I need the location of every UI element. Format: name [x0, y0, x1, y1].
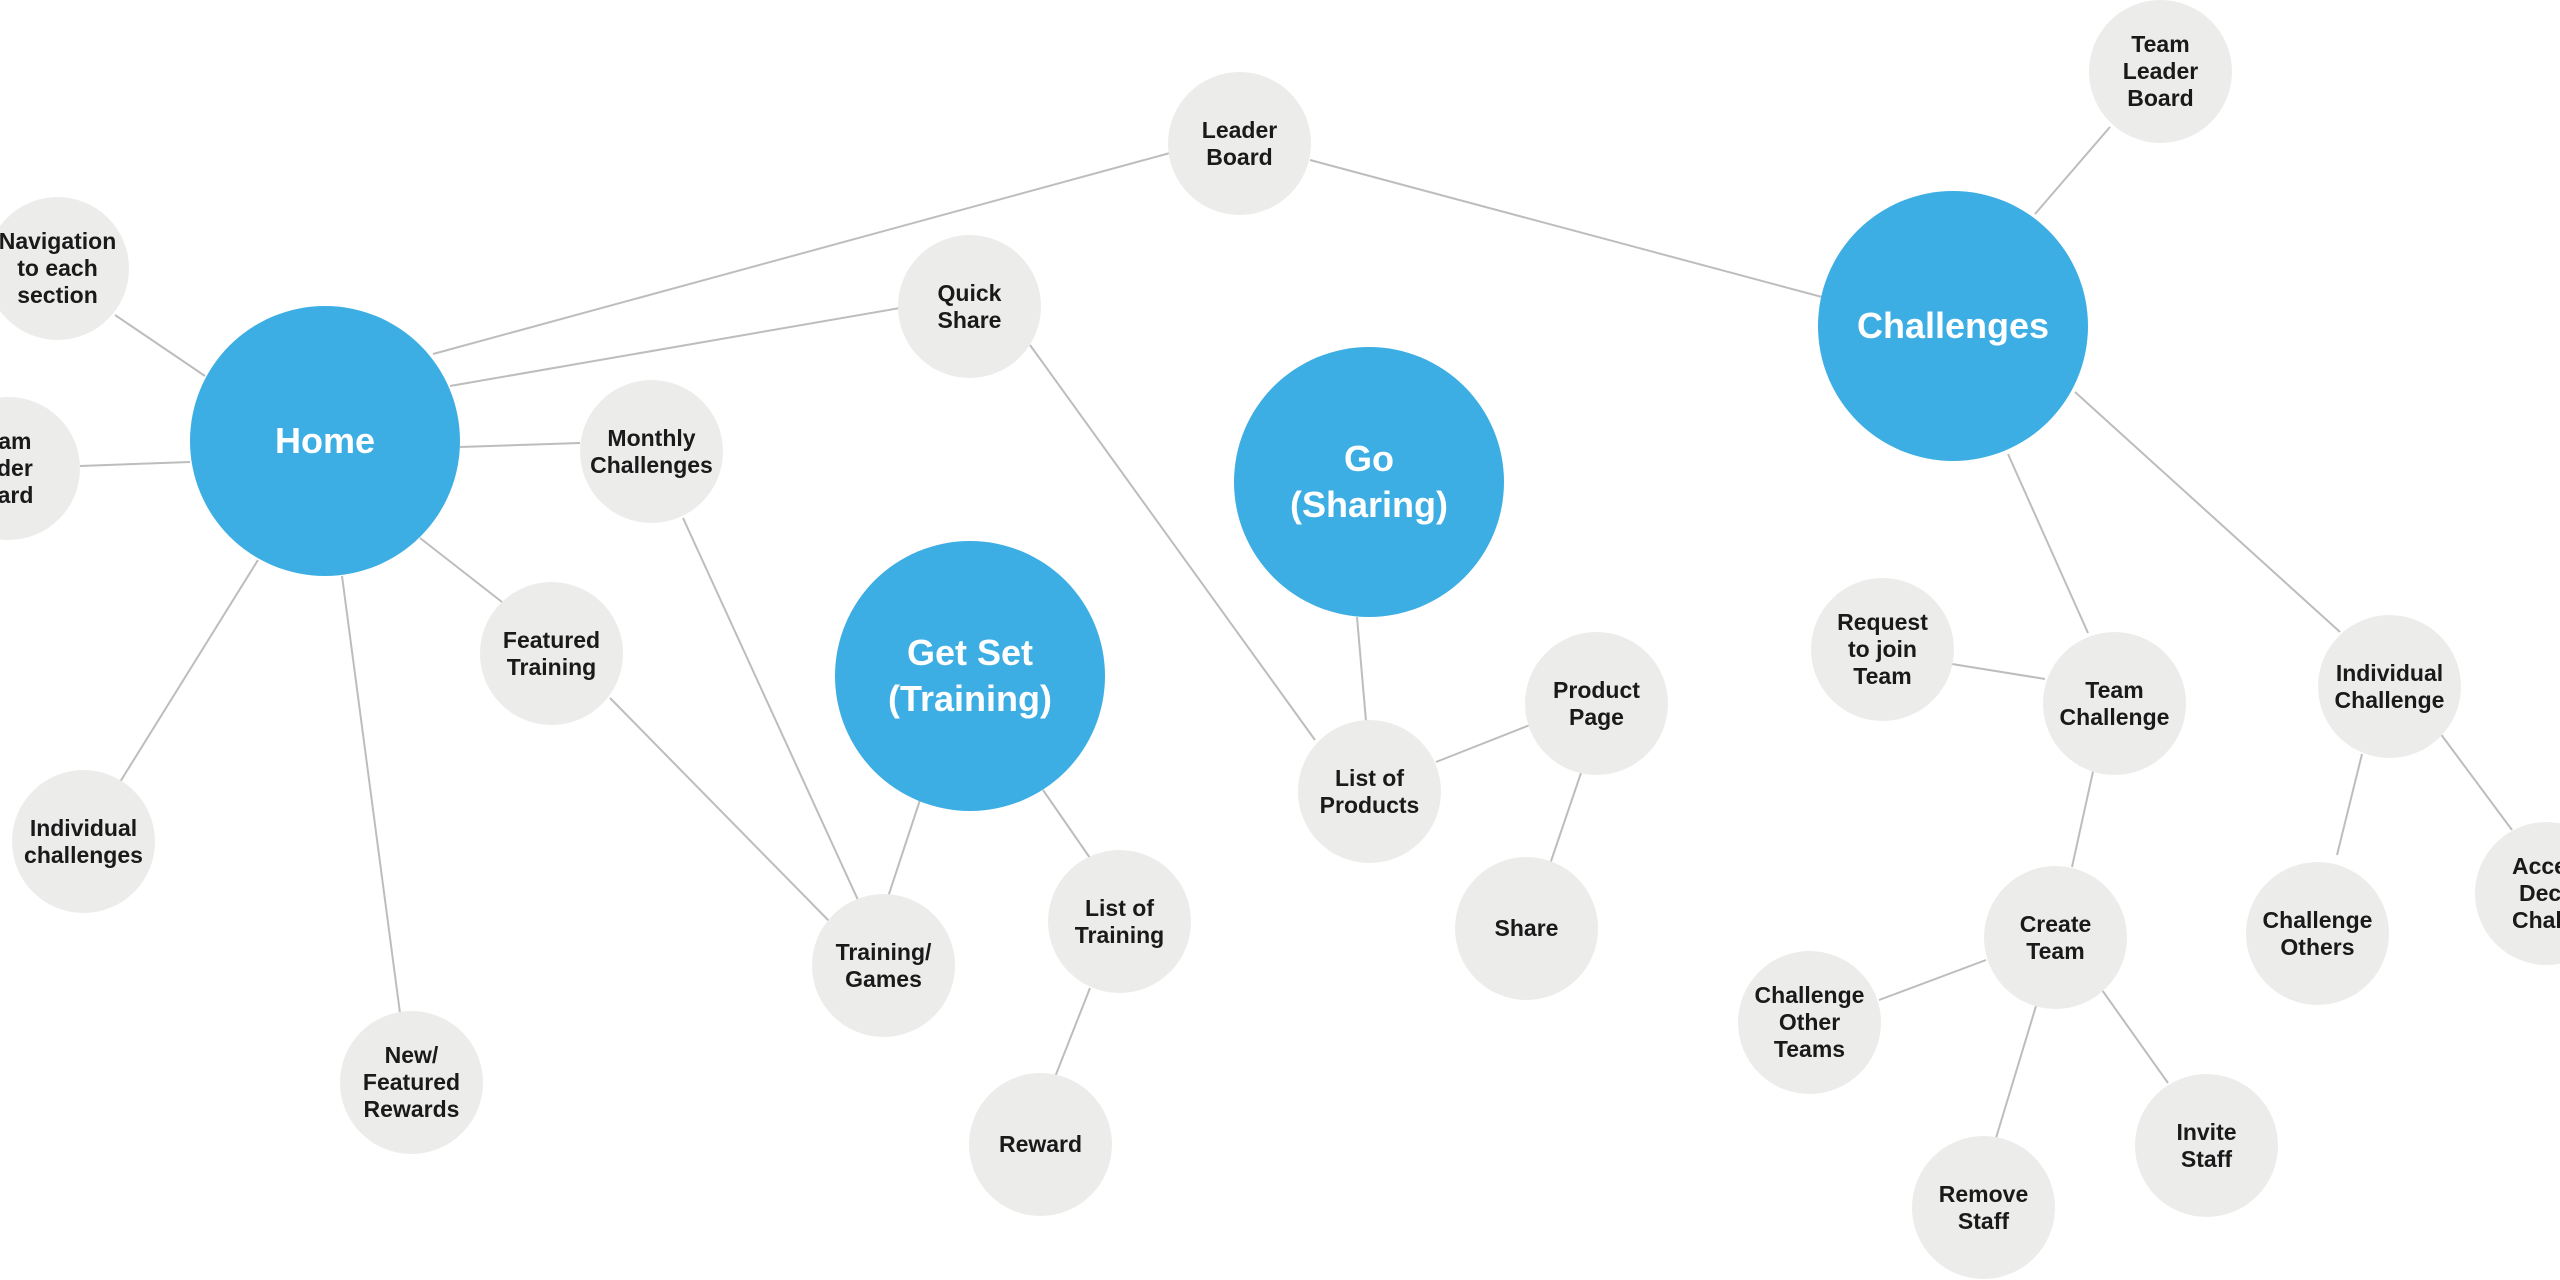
node-create-team-label: Create Team: [2019, 910, 2092, 964]
node-challenge-other-teams-label: Challenge Other Teams: [1754, 982, 1865, 1062]
node-leader-board[interactable]: Leader Board: [1168, 72, 1311, 215]
node-share-label: Share: [1494, 915, 1559, 941]
node-team-challenge-label: Team Challenge: [2059, 676, 2170, 730]
edge-get-set-list-of-training: [1042, 789, 1091, 859]
edge-home-quick-share: [449, 307, 901, 387]
node-request-to-join-team-label: Request to join Team: [1837, 609, 1928, 689]
node-list-of-training[interactable]: List of Training: [1048, 850, 1191, 993]
edge-list-of-training-reward: [1054, 987, 1091, 1078]
node-home-label: Home: [274, 420, 376, 461]
node-challenges[interactable]: Challenges: [1818, 191, 2088, 461]
node-challenges-label: Challenges: [1856, 305, 2050, 346]
node-remove-staff[interactable]: Remove Staff: [1912, 1136, 2055, 1279]
node-accept-decline-challenge-label: Accep Decli Challe: [2511, 853, 2560, 933]
node-share[interactable]: Share: [1455, 857, 1598, 1000]
node-invite-staff-label: Invite Staff: [2176, 1118, 2237, 1172]
edge-challenges-individual-challenge: [2074, 391, 2341, 633]
edge-create-team-challenge-other-teams: [1878, 959, 1987, 1001]
edge-leader-board-challenges: [1309, 159, 1823, 298]
edge-team-challenge-create-team: [2071, 766, 2095, 868]
edge-get-set-training-games: [887, 799, 921, 898]
edge-home-featured-training: [419, 537, 503, 603]
node-individual-challenge[interactable]: Individual Challenge: [2318, 615, 2461, 758]
node-new-featured-rewards-label: New/ Featured Rewards: [362, 1042, 461, 1122]
node-quick-share-label: Quick Share: [937, 279, 1002, 333]
edge-monthly-challenges-training-games: [682, 517, 859, 901]
node-new-featured-rewards[interactable]: New/ Featured Rewards: [340, 1011, 483, 1154]
edge-home-leader-board: [432, 152, 1171, 355]
node-remove-staff-label: Remove Staff: [1938, 1180, 2029, 1234]
node-team-challenge[interactable]: Team Challenge: [2043, 632, 2186, 775]
node-individual-challenges[interactable]: Individual challenges: [12, 770, 155, 913]
edge-featured-training-training-games: [609, 697, 831, 923]
node-training-games-label: Training/ Games: [835, 938, 932, 992]
node-get-set-training-label: Get Set (Training): [888, 632, 1052, 719]
edge-home-new-featured-rewards: [341, 575, 401, 1014]
node-featured-training-label: Featured Training: [502, 626, 601, 680]
edge-home-navigation: [114, 314, 206, 377]
edge-individual-challenge-accept-decline: [2439, 732, 2513, 831]
node-home[interactable]: Home: [190, 306, 460, 576]
node-reward[interactable]: Reward: [969, 1073, 1112, 1216]
node-challenge-other-teams[interactable]: Challenge Other Teams: [1738, 951, 1881, 1094]
node-individual-challenge-label: Individual Challenge: [2334, 659, 2445, 713]
edge-individual-challenge-challenge-others: [2336, 753, 2363, 856]
edge-challenges-team-challenge: [2007, 453, 2089, 634]
node-monthly-challenges-label: Monthly Challenges: [590, 424, 713, 478]
edge-list-of-products-product-page: [1435, 724, 1531, 763]
node-team-leader-board-left-label: eam ader oard: [0, 428, 34, 508]
node-create-team[interactable]: Create Team: [1984, 866, 2127, 1009]
node-go-sharing-label: Go (Sharing): [1290, 438, 1448, 525]
node-team-leader-board-right[interactable]: Team Leader Board: [2089, 0, 2232, 143]
node-reward-label: Reward: [998, 1131, 1083, 1157]
node-product-page-label: Product Page: [1553, 676, 1640, 730]
edge-product-page-share: [1547, 769, 1583, 871]
node-list-of-products-label: List of Products: [1319, 764, 1420, 818]
node-product-page[interactable]: Product Page: [1525, 632, 1668, 775]
edge-home-monthly-challenges: [459, 442, 581, 448]
node-navigation-label: Navigation to each section: [0, 228, 117, 308]
edge-challenges-team-leader-board-right: [2034, 126, 2111, 215]
node-training-games[interactable]: Training/ Games: [812, 894, 955, 1037]
edge-request-to-join-team-challenge: [1951, 663, 2046, 680]
edge-create-team-remove-staff: [1995, 1005, 2037, 1139]
node-get-set-training[interactable]: Get Set (Training): [835, 541, 1105, 811]
node-list-of-training-label: List of Training: [1074, 894, 1165, 948]
node-individual-challenges-label: Individual challenges: [24, 814, 143, 868]
node-leader-board-label: Leader Board: [1201, 116, 1278, 170]
edge-create-team-invite-staff: [2101, 989, 2169, 1084]
node-invite-staff[interactable]: Invite Staff: [2135, 1074, 2278, 1217]
edge-quick-share-list-of-products: [1029, 344, 1316, 741]
node-monthly-challenges[interactable]: Monthly Challenges: [580, 380, 723, 523]
edge-go-sharing-list-of-products: [1356, 616, 1367, 722]
node-challenge-others[interactable]: Challenge Others: [2246, 862, 2389, 1005]
edge-home-individual-challenges: [119, 559, 259, 783]
node-featured-training[interactable]: Featured Training: [480, 582, 623, 725]
edge-home-team-leader-board-left: [79, 461, 191, 467]
node-list-of-products[interactable]: List of Products: [1298, 720, 1441, 863]
node-navigation[interactable]: Navigation to each section: [0, 197, 129, 340]
node-quick-share[interactable]: Quick Share: [898, 235, 1041, 378]
node-go-sharing[interactable]: Go (Sharing): [1234, 347, 1504, 617]
node-request-to-join-team[interactable]: Request to join Team: [1811, 578, 1954, 721]
node-team-leader-board-right-label: Team Leader Board: [2122, 31, 2199, 111]
node-challenge-others-label: Challenge Others: [2262, 906, 2373, 960]
